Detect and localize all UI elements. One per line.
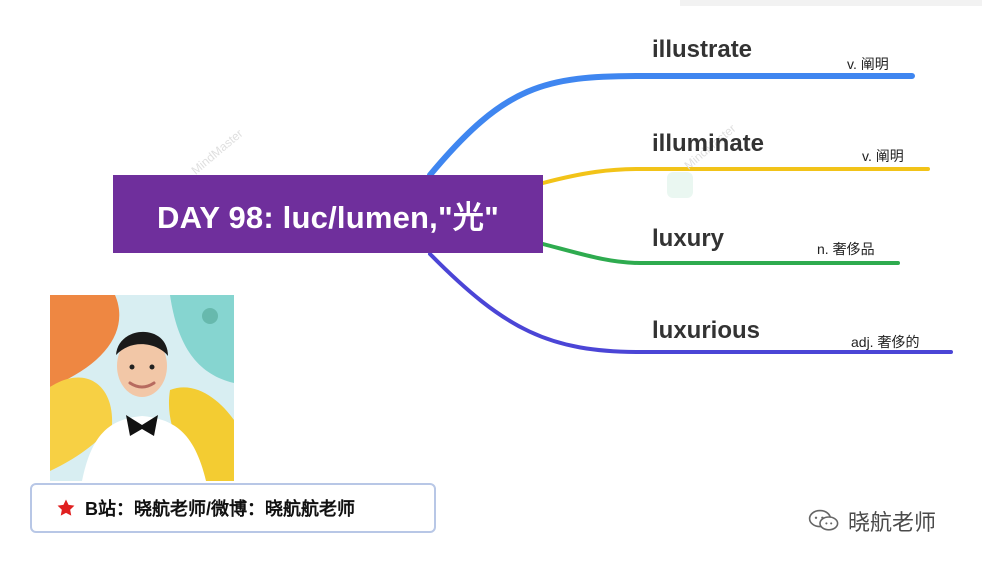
wechat-icon (808, 509, 839, 531)
wechat-watermark: 晓航老师 (808, 505, 936, 537)
pos-illuminate: v. 阐明 (862, 148, 904, 164)
caption-box: B站：晓航老师/微博：晓航航老师 (30, 483, 436, 533)
branch-line-luxurious (428, 252, 953, 354)
star-icon (57, 499, 75, 516)
word-illuminate[interactable]: illuminate (652, 130, 765, 157)
pos-illustrate: v. 阐明 (847, 56, 889, 72)
teacher-avatar (50, 295, 234, 481)
branch-line-illustrate (427, 73, 915, 178)
branch-line-illuminate (541, 167, 930, 185)
mindmaster-logo-icon (667, 172, 693, 198)
word-luxurious[interactable]: luxurious (652, 317, 761, 344)
central-topic-label: DAY 98: luc/lumen,"光" (157, 199, 499, 235)
pos-luxury: n. 奢侈品 (817, 241, 875, 257)
caption-text: B站：晓航老师/微博：晓航航老师 (85, 499, 355, 519)
word-illustrate[interactable]: illustrate (652, 36, 753, 63)
top-strip (680, 0, 982, 6)
pos-luxurious: adj. 奢侈的 (851, 334, 920, 350)
branch-line-luxury (541, 242, 900, 265)
central-topic[interactable]: DAY 98: luc/lumen,"光" (113, 175, 543, 253)
word-luxury[interactable]: luxury (652, 225, 725, 252)
teacher-avatar-icon (50, 295, 234, 481)
wechat-account-name: 晓航老师 (848, 510, 937, 535)
